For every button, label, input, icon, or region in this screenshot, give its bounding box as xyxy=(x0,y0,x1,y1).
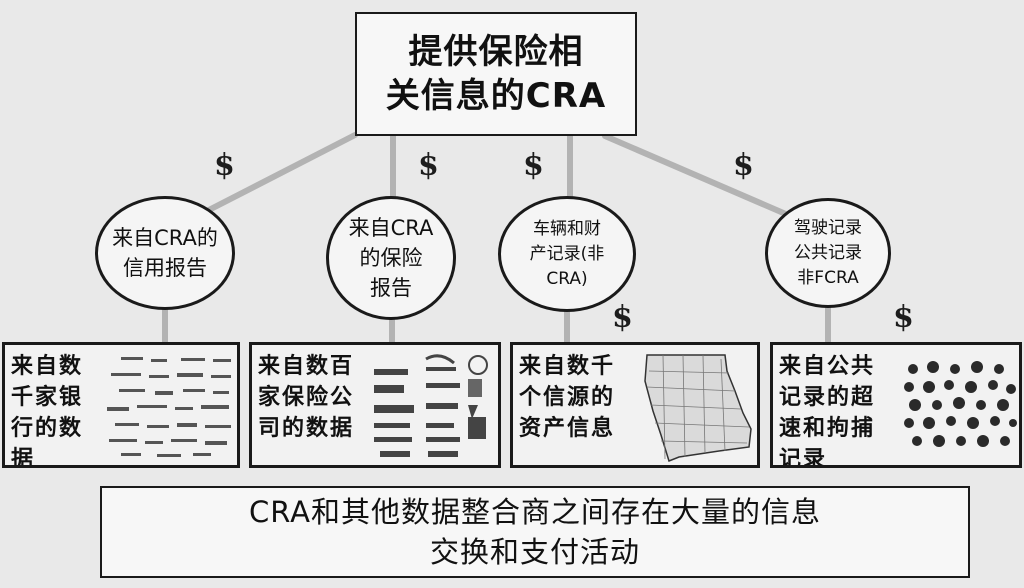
source-3-line-1: 来自数千 xyxy=(519,354,616,379)
source-4-line-2: 记录的超 xyxy=(779,385,876,410)
source-3-text: 来自数千 个信源的 资产信息 xyxy=(519,351,615,444)
circle-3-line-1: 车辆和财 xyxy=(533,218,601,239)
connector-top-to-circle-1 xyxy=(202,132,358,215)
circle-2-line-1: 来自CRA xyxy=(348,216,434,240)
source-1-line-3: 行的数 xyxy=(11,416,84,441)
source-2-text: 来自数百 家保险公 司的数据 xyxy=(258,351,354,444)
source-box-insurers: 来自数百 家保险公 司的数据 xyxy=(249,342,501,468)
circle-driving-public-records: 驾驶记录 公共记录 非FCRA xyxy=(765,198,891,308)
bottom-line-1: CRA和其他数据整合商之间存在大量的信息 xyxy=(248,495,822,529)
circle-3-line-3: CRA) xyxy=(546,268,588,289)
insurance-logos-image xyxy=(374,354,488,457)
source-2-line-1: 来自数百 xyxy=(258,354,355,379)
source-3-line-3: 资产信息 xyxy=(519,416,616,441)
source-box-public-records: 来自公共 记录的超 速和拘捕 记录 xyxy=(770,342,1022,468)
circle-3-line-2: 产记录(非 xyxy=(529,243,605,264)
source-3-line-2: 个信源的 xyxy=(519,385,616,410)
circle-2-line-2: 的保险 xyxy=(359,246,423,270)
circle-4-line-2: 公共记录 xyxy=(794,242,862,263)
source-2-line-2: 家保险公 xyxy=(258,385,355,410)
source-2-line-3: 司的数据 xyxy=(258,416,355,441)
source-4-text: 来自公共 记录的超 速和拘捕 记录 xyxy=(779,351,876,468)
source-4-line-4: 记录 xyxy=(779,447,828,468)
source-box-banks: 来自数 千家银 行的数 据 xyxy=(2,342,240,468)
source-1-line-4: 据 xyxy=(11,447,36,468)
connector-top-to-circle-4 xyxy=(602,133,798,221)
bottom-line-2: 交换和支付活动 xyxy=(429,535,640,569)
source-1-line-1: 来自数 xyxy=(11,354,84,379)
circle-vehicle-property-records: 车辆和财 产记录(非 CRA) xyxy=(498,196,636,312)
circle-2-line-3: 报告 xyxy=(370,276,412,300)
dollar-icon: $ xyxy=(893,300,914,335)
bottom-box-summary: CRA和其他数据整合商之间存在大量的信息 交换和支付活动 xyxy=(100,486,970,578)
circle-4-line-3: 非FCRA xyxy=(797,267,859,288)
top-box-line-2: 关信息的CRA xyxy=(385,76,607,116)
source-4-line-1: 来自公共 xyxy=(779,354,876,379)
county-map-image xyxy=(644,354,752,462)
dollar-icon: $ xyxy=(733,148,754,183)
police-badges-image xyxy=(904,361,1017,447)
source-1-text: 来自数 千家银 行的数 据 xyxy=(11,351,84,468)
dollar-icon: $ xyxy=(214,148,235,183)
circle-1-line-2: 信用报告 xyxy=(123,256,207,280)
source-4-line-3: 速和拘捕 xyxy=(779,416,876,441)
dollar-icon: $ xyxy=(418,148,439,183)
dollar-icon: $ xyxy=(523,148,544,183)
circle-insurance-report: 来自CRA 的保险 报告 xyxy=(326,196,456,320)
circle-1-line-1: 来自CRA的 xyxy=(112,226,218,250)
circle-credit-report: 来自CRA的 信用报告 xyxy=(95,196,235,310)
dollar-icon: $ xyxy=(612,300,633,335)
source-box-property: 来自数千 个信源的 资产信息 xyxy=(510,342,760,468)
bank-logos-image xyxy=(107,357,231,457)
source-1-line-2: 千家银 xyxy=(11,385,84,410)
top-box-line-1: 提供保险相 xyxy=(408,32,584,72)
top-box-insurance-cra: 提供保险相 关信息的CRA xyxy=(355,12,637,136)
circle-4-line-1: 驾驶记录 xyxy=(794,217,862,238)
